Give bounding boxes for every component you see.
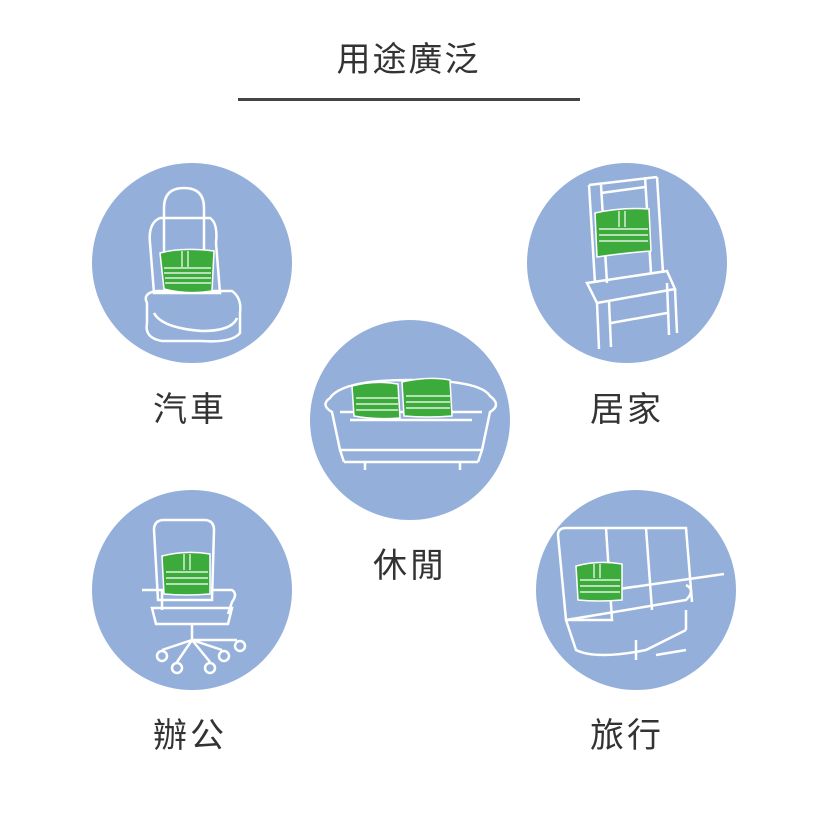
use-label-leisure: 休閒 (373, 546, 447, 586)
title-divider (238, 98, 580, 101)
chair-icon (527, 163, 727, 363)
sofa-icon (310, 320, 510, 520)
train-seat-icon (536, 490, 736, 690)
office-chair-icon (92, 490, 292, 690)
car-seat-icon (92, 163, 292, 363)
use-label-home: 居家 (590, 390, 664, 430)
use-label-office: 辦公 (153, 716, 227, 756)
page-title: 用途廣泛 (336, 40, 481, 80)
use-label-travel: 旅行 (590, 716, 664, 756)
use-label-car: 汽車 (153, 390, 227, 430)
